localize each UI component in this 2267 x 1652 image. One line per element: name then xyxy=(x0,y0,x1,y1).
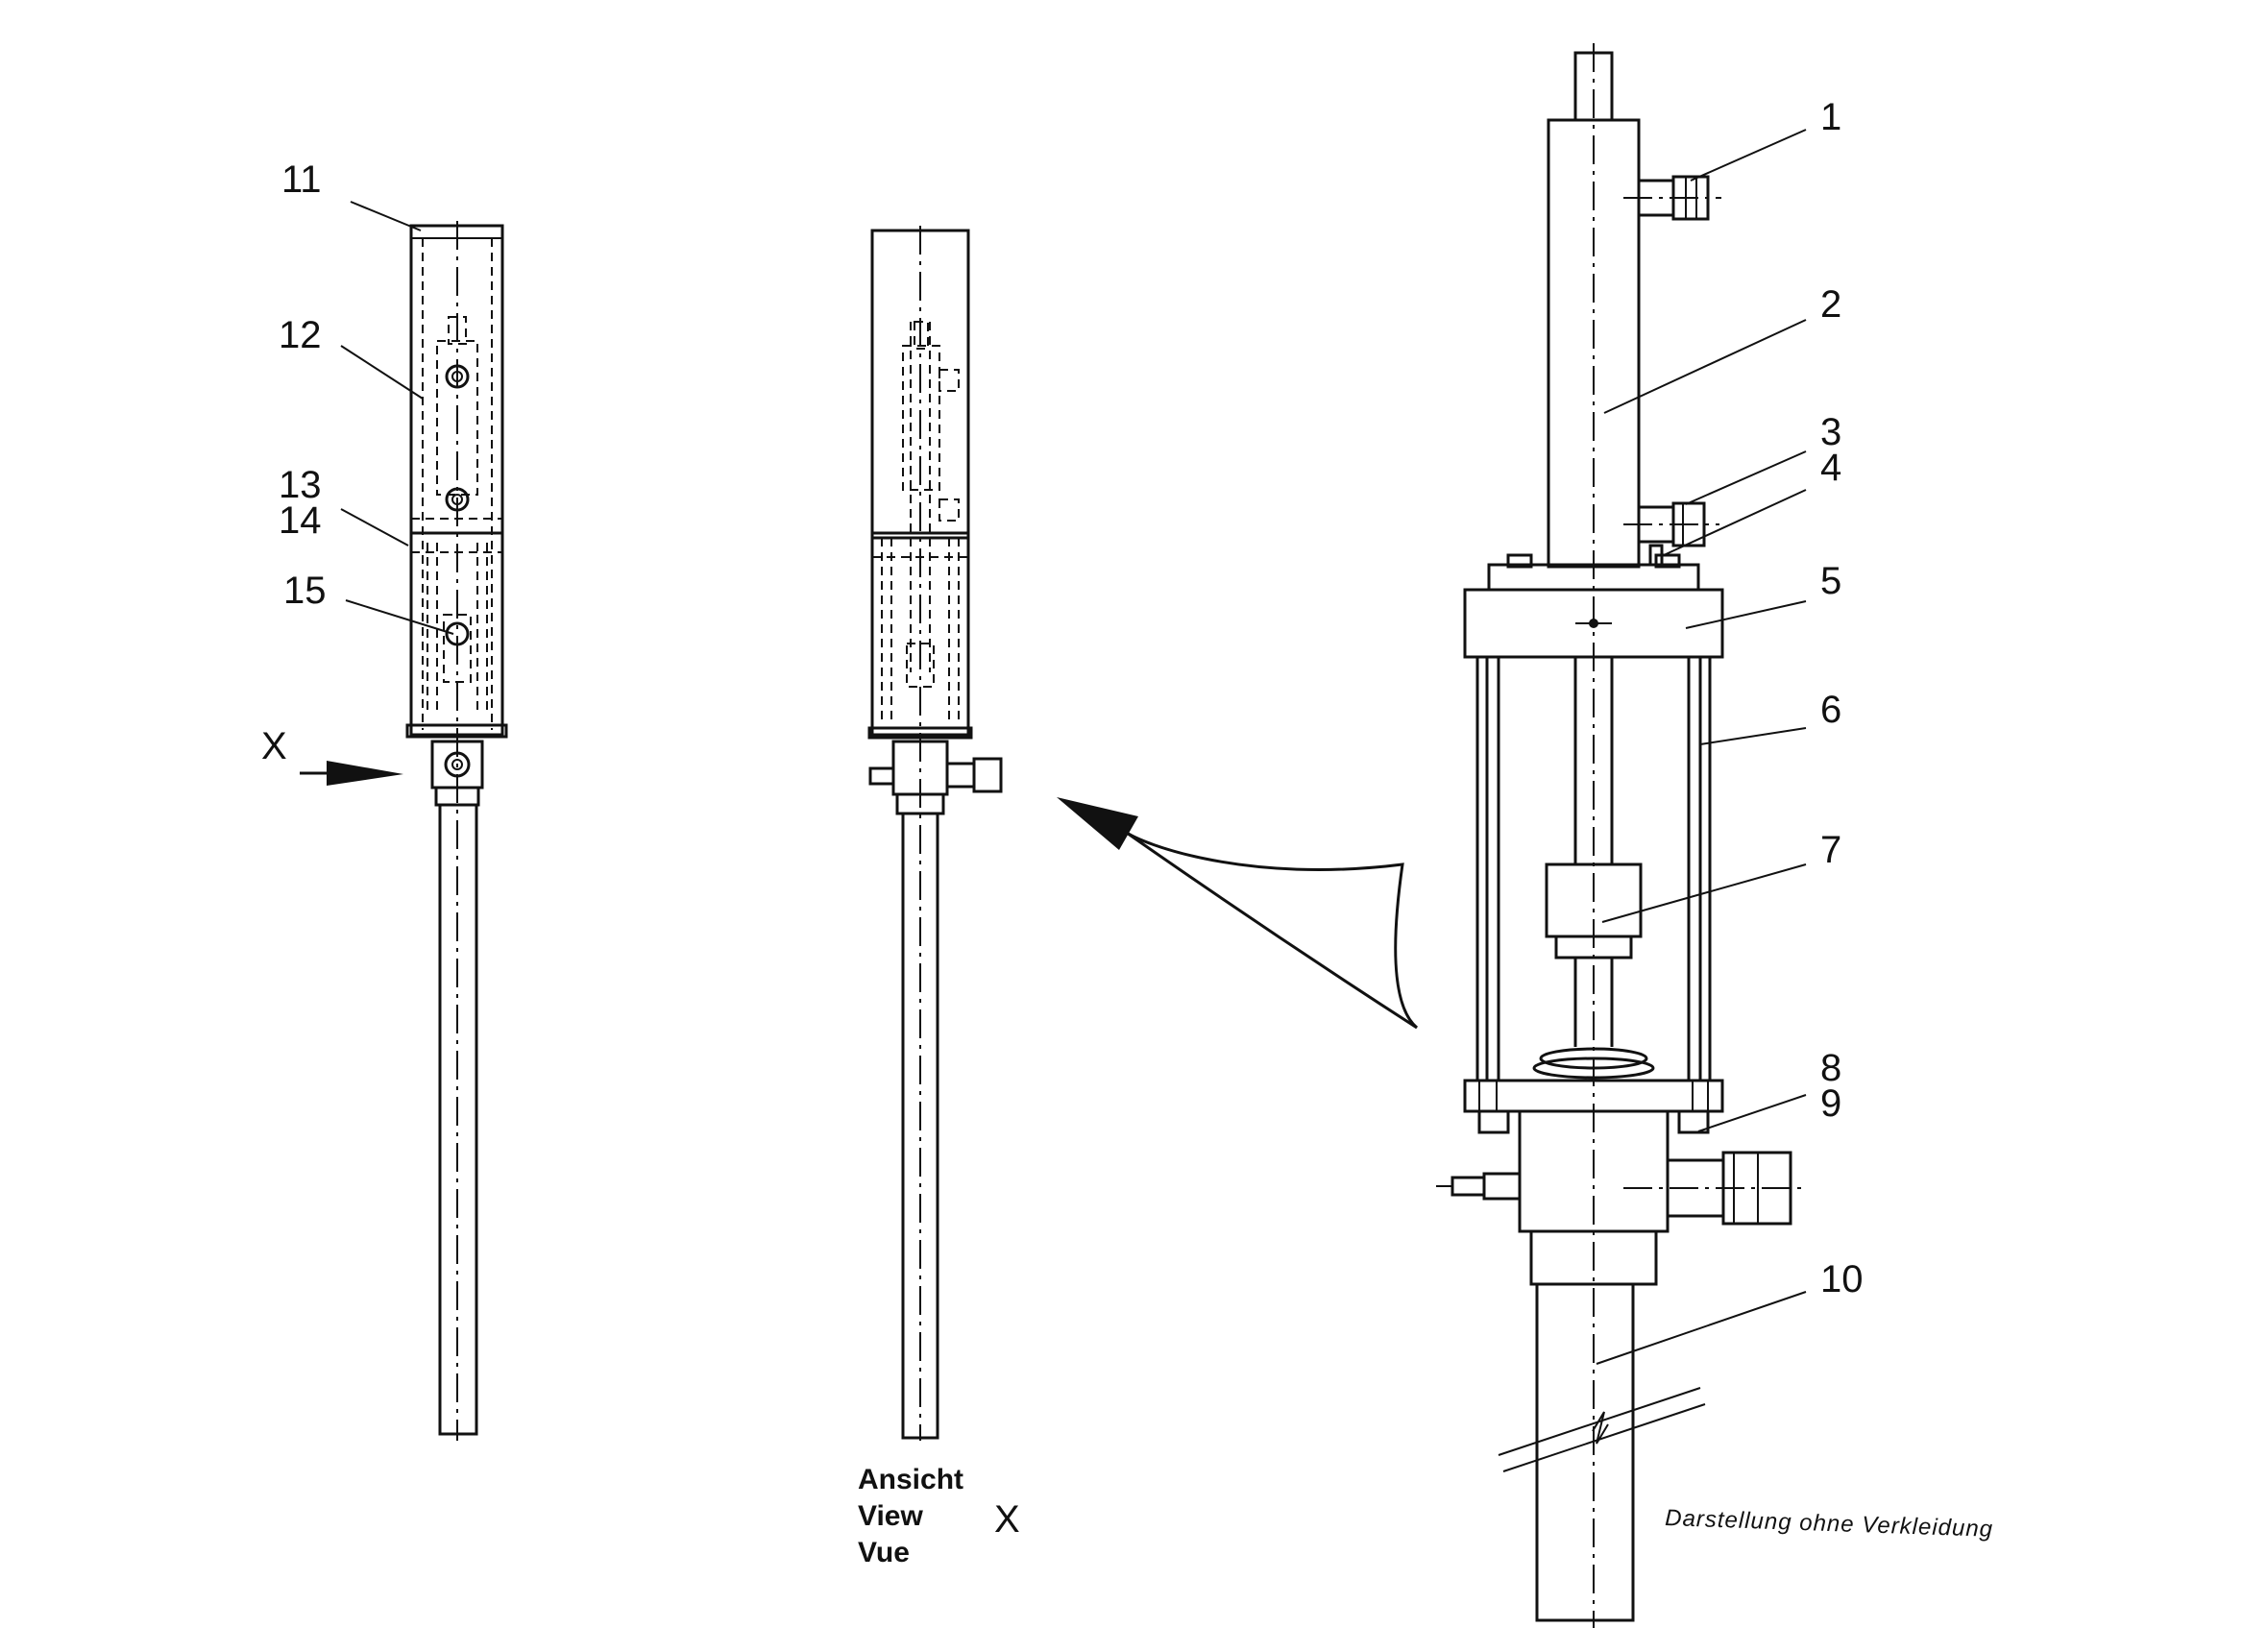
callout-3: 3 xyxy=(1820,411,1841,453)
view-label-line1: Ansicht xyxy=(858,1464,963,1495)
callout-1: 1 xyxy=(1820,96,1841,138)
view-label-line2: View xyxy=(858,1500,923,1532)
callout-7: 7 xyxy=(1820,829,1841,871)
view-label-line3: Vue xyxy=(858,1537,910,1568)
middle-view xyxy=(867,226,1003,1441)
callout-6: 6 xyxy=(1820,689,1841,731)
left-view xyxy=(300,221,508,1441)
callout-11: 11 xyxy=(281,158,322,201)
callout-2: 2 xyxy=(1820,283,1841,326)
drawing-caption: Darstellung ohne Verkleidung xyxy=(1665,1505,1994,1543)
right-view xyxy=(1436,43,1806,1628)
view-label-marker: X xyxy=(994,1498,1020,1541)
callout-9: 9 xyxy=(1820,1082,1841,1125)
callout-5: 5 xyxy=(1820,560,1841,602)
callout-4: 4 xyxy=(1820,447,1841,489)
callout-13: 13 xyxy=(279,464,322,506)
view-marker-x: X xyxy=(261,725,287,767)
callout-14: 14 xyxy=(279,499,322,542)
callout-12: 12 xyxy=(279,314,322,356)
callout-15: 15 xyxy=(283,570,327,612)
callout-8: 8 xyxy=(1820,1047,1841,1089)
leader-lines xyxy=(340,129,1807,1365)
callout-10: 10 xyxy=(1820,1258,1864,1300)
